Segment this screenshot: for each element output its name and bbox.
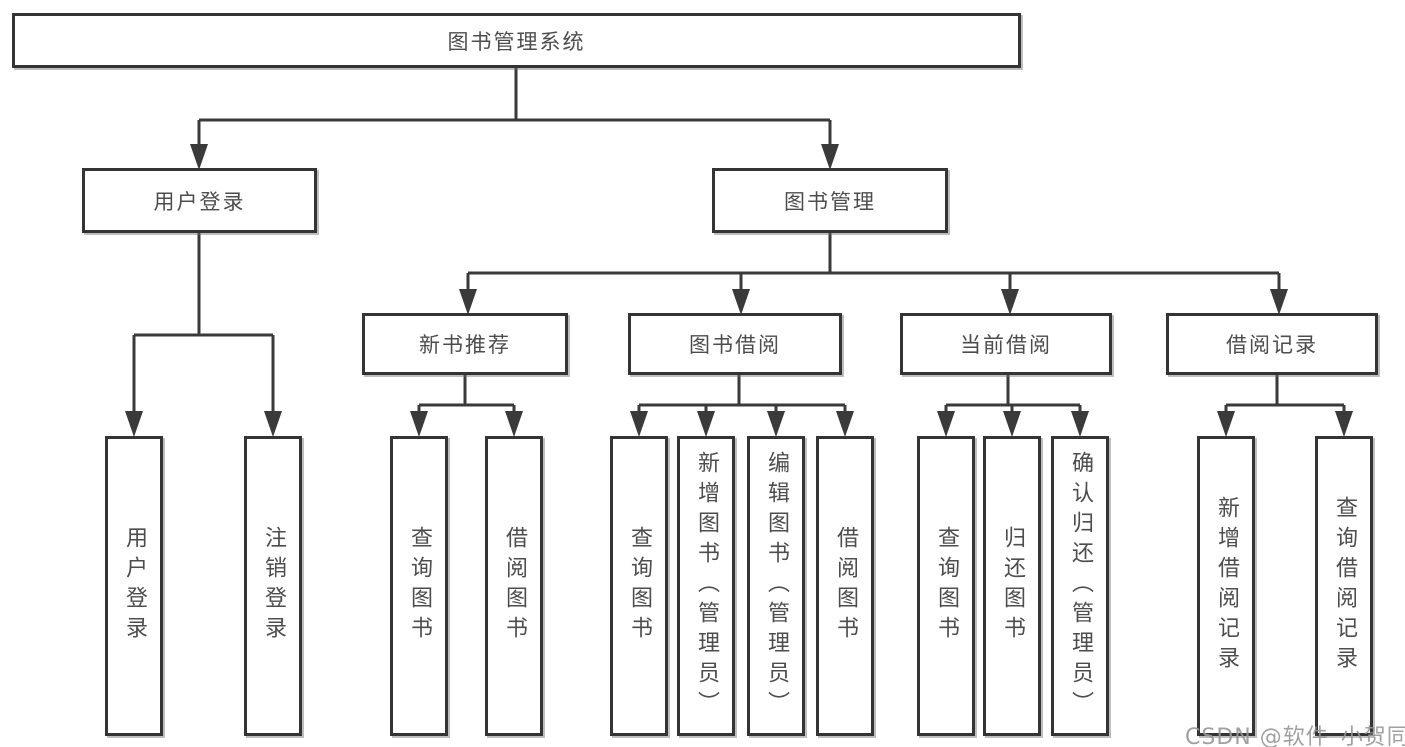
leaf-query-books-recommend: 查询图书 xyxy=(390,436,448,736)
leaf-return-books: 归还图书 xyxy=(983,436,1041,736)
leaf-edit-books-admin: 编辑图书（管理员） xyxy=(747,436,805,736)
leaf-add-borrow-record: 新增借阅记录 xyxy=(1197,436,1255,736)
leaf-borrow-books-recommend: 借阅图书 xyxy=(485,436,543,736)
arrowheads xyxy=(125,144,1353,437)
leaf-query-borrow-record: 查询借阅记录 xyxy=(1315,436,1373,736)
leaf-add-books-admin: 新增图书（管理员） xyxy=(677,436,735,736)
leaf-query-books-current: 查询图书 xyxy=(917,436,975,736)
node-current-borrowing: 当前借阅 xyxy=(900,313,1112,375)
leaf-borrow-books: 借阅图书 xyxy=(816,436,874,736)
node-book-management: 图书管理 xyxy=(712,168,948,233)
node-book-borrowing: 图书借阅 xyxy=(628,313,842,375)
node-borrowing-records: 借阅记录 xyxy=(1166,313,1378,375)
node-new-book-recommendation: 新书推荐 xyxy=(362,313,568,375)
leaf-query-books: 查询图书 xyxy=(610,436,668,736)
csdn-watermark: CSDN @软件_小贺同学 xyxy=(1185,725,1405,747)
leaf-logout: 注销登录 xyxy=(244,436,302,736)
leaf-user-login: 用户登录 xyxy=(105,436,163,736)
leaf-confirm-return-admin: 确认归还（管理员） xyxy=(1051,436,1109,736)
node-user-login: 用户登录 xyxy=(82,168,317,233)
node-library-management-system: 图书管理系统 xyxy=(12,13,1021,68)
